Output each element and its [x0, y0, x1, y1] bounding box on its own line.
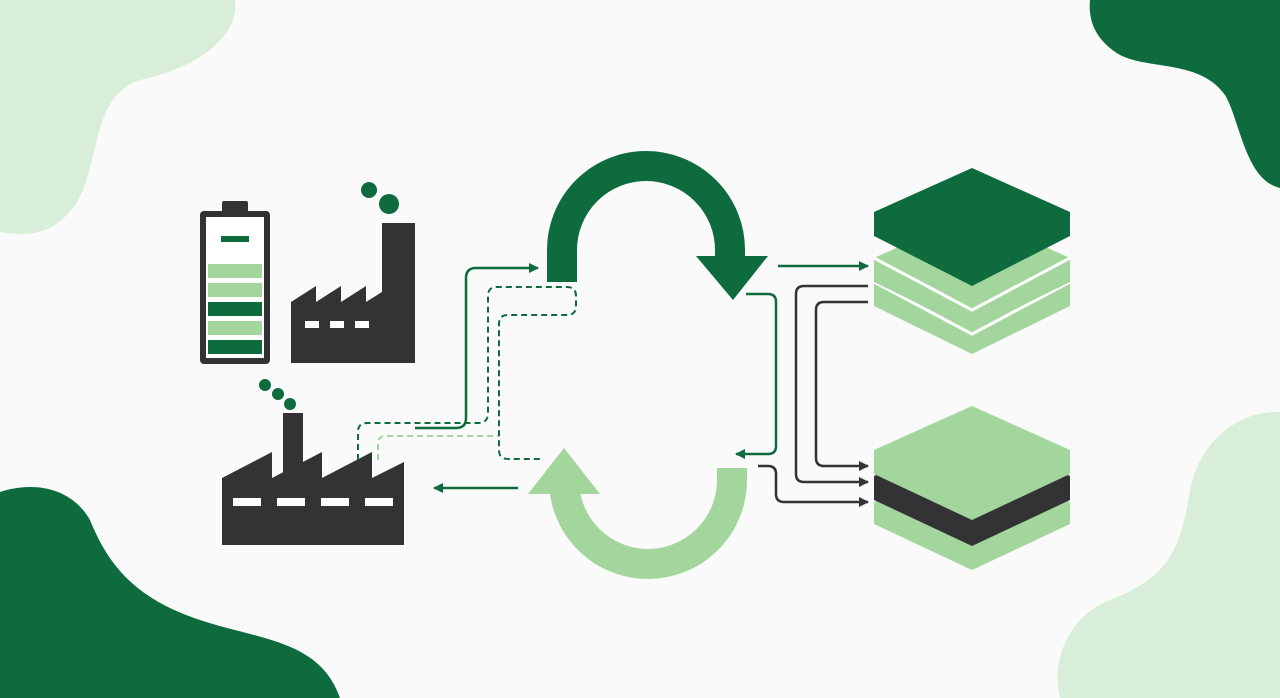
connector-line — [814, 300, 869, 471]
dashed-flow-line — [377, 435, 498, 460]
blob-top-right — [1089, 0, 1280, 188]
battery-icon — [200, 201, 270, 364]
flow-arrow — [735, 292, 778, 459]
cycle-arrow-icon — [547, 151, 768, 300]
layer-stack-icon — [874, 406, 1070, 570]
cycle-arrow-icon — [528, 448, 747, 579]
flow-arrow — [415, 263, 539, 430]
blob-bottom-right — [1057, 411, 1280, 698]
connector-line — [758, 464, 869, 507]
factory-icon — [291, 182, 415, 363]
battery-charge-cells — [208, 264, 262, 354]
connector-line — [794, 284, 869, 487]
dashed-flow-line — [357, 286, 577, 460]
blob-top-left — [0, 0, 236, 235]
blob-bottom-left — [0, 487, 340, 698]
factory-icon — [222, 379, 404, 545]
layer-stack-icon — [873, 168, 1071, 354]
